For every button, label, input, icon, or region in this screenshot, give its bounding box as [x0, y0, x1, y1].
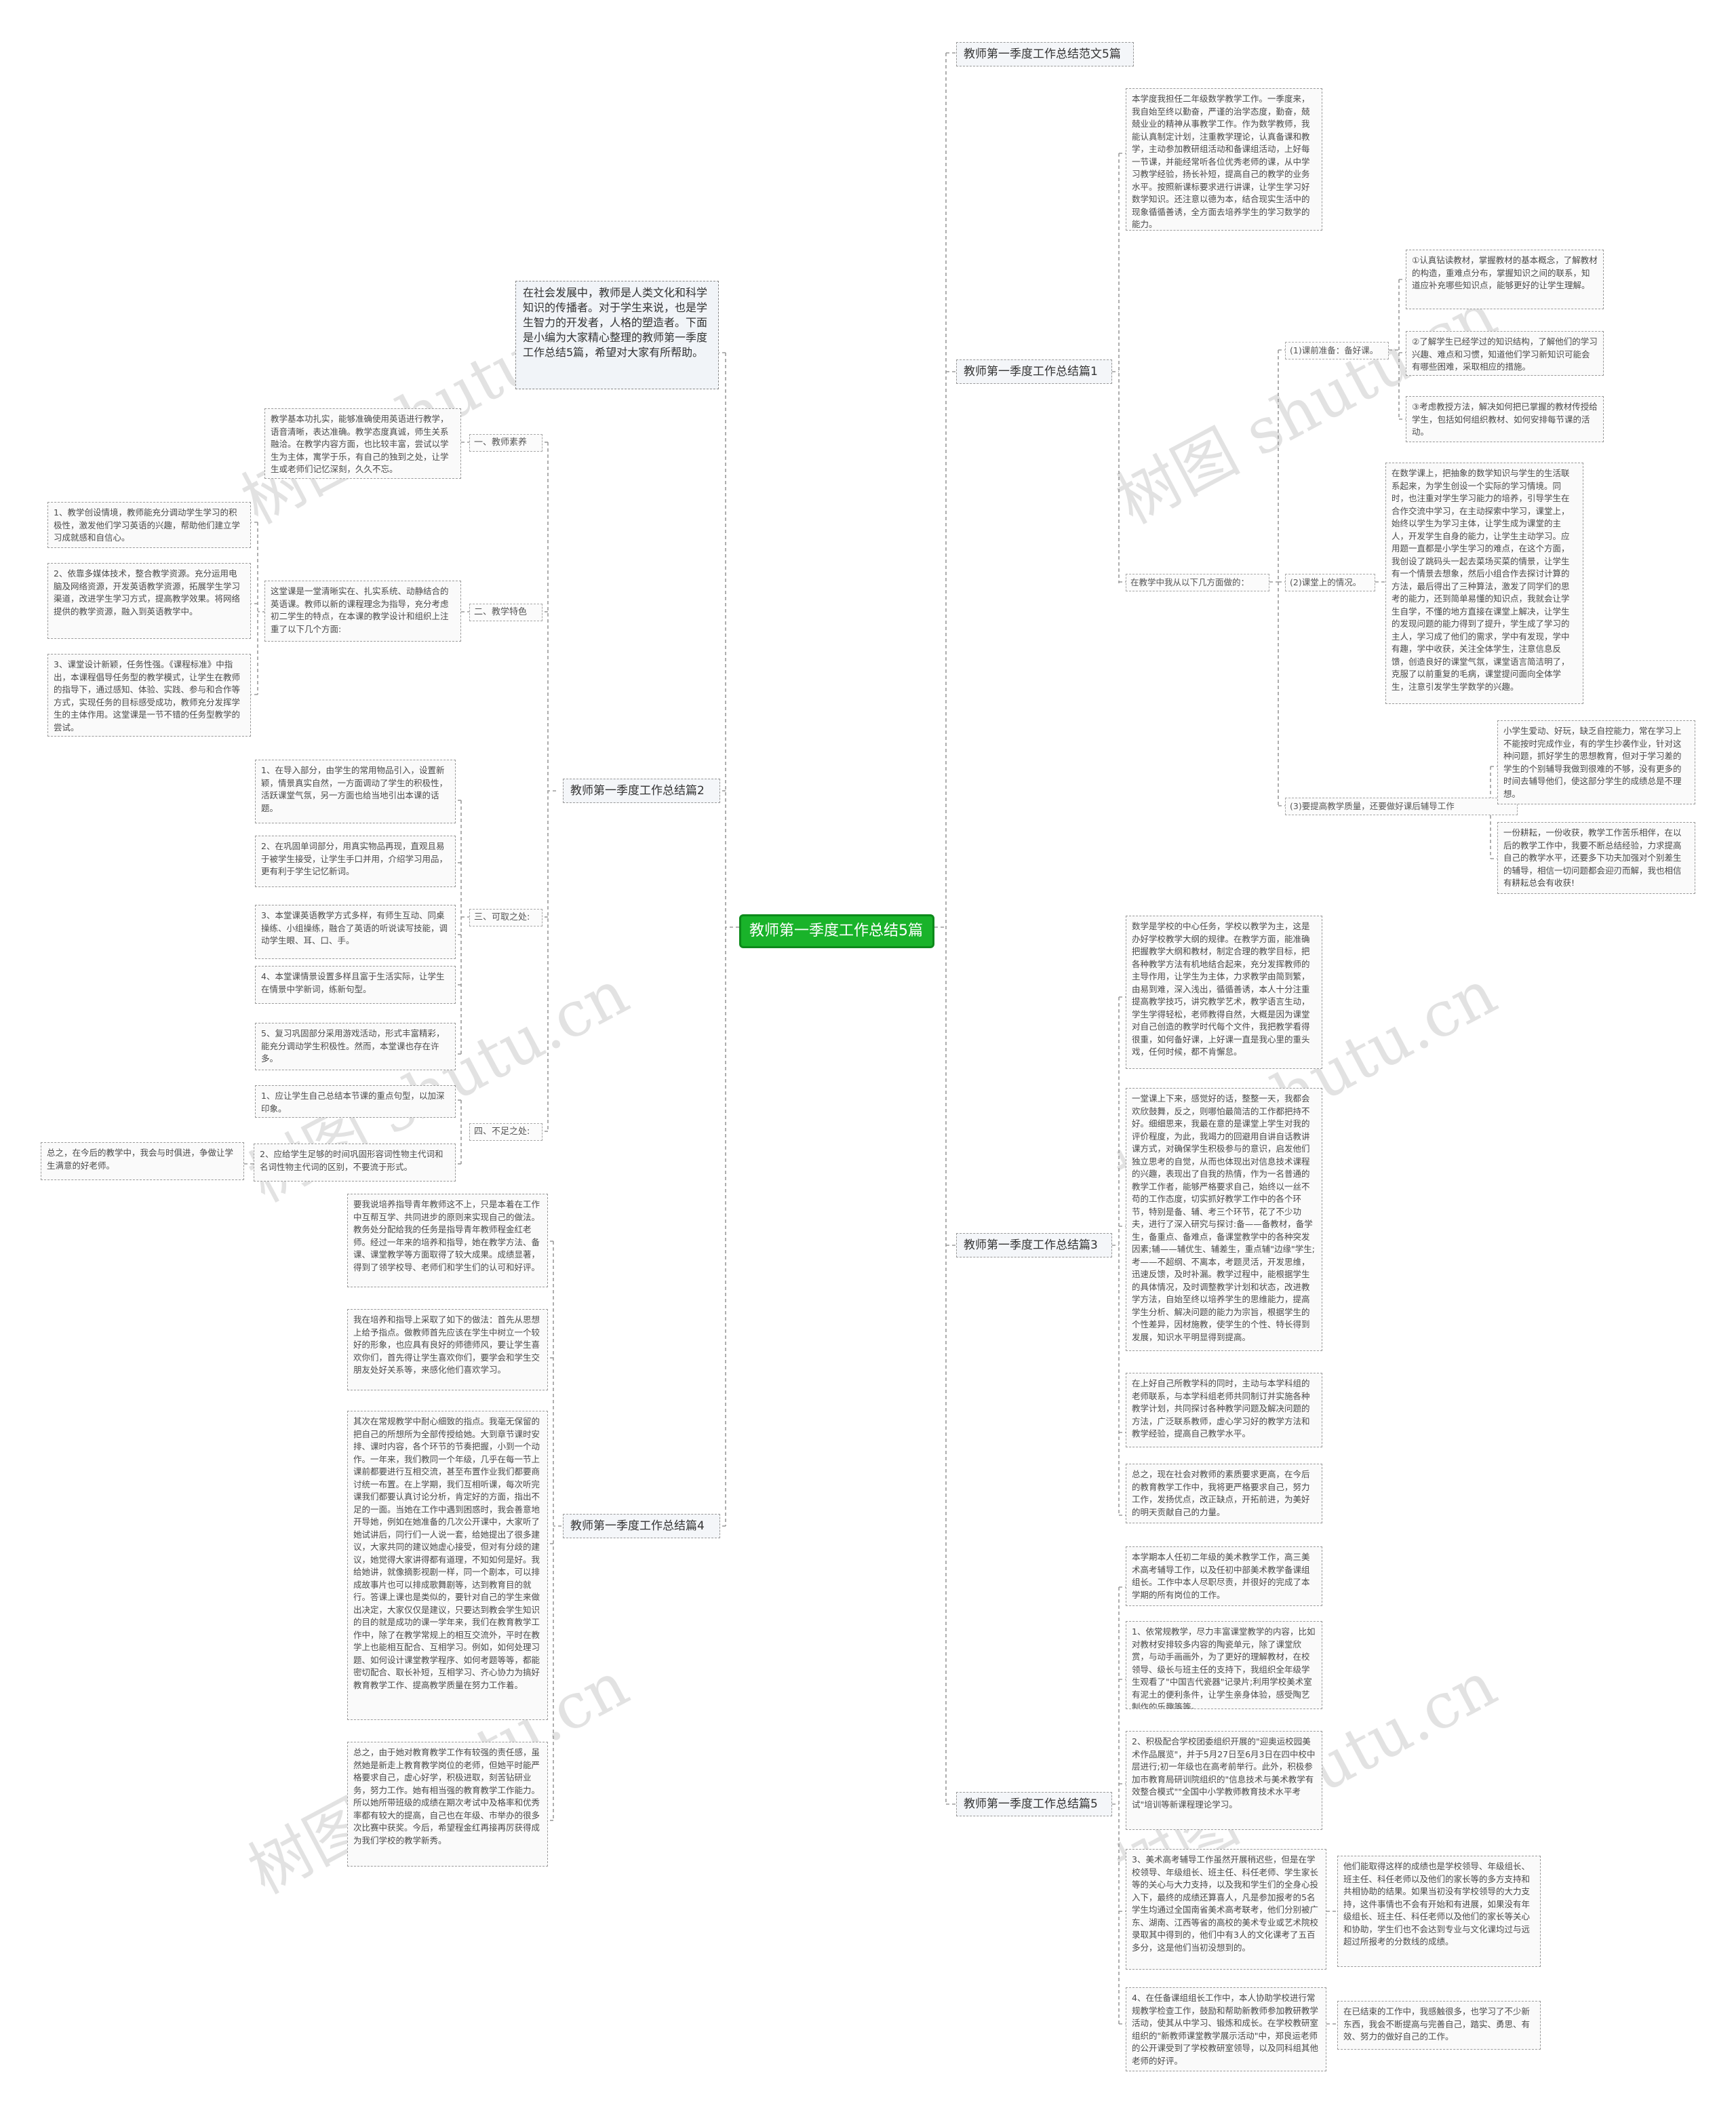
- branch1-improve-item-2: 一份耕耘，一份收获，教学工作苦乐相伴，在以后的教学工作中，我要不断总结经验，力求…: [1497, 822, 1695, 894]
- branch3-text-4: 总之，现在社会对教师的素质要求更高，在今后的教育教学工作中，我将更严格要求自己，…: [1126, 1464, 1322, 1523]
- branch2-shortcoming-item-1: 1、应让学生自己总结本节课的重点句型，以加深印象。: [255, 1085, 456, 1118]
- branch2-section-2-label[interactable]: 二、教学特色: [469, 604, 542, 621]
- branch5-text-4: 3、美术高考辅导工作虽然开展稍迟些，但是在学校领导、年级组长、班主任、科任老师、…: [1126, 1849, 1326, 1970]
- branch5-text-4-note: 他们能取得这样的成绩也是学校领导、年级组长、班主任、科任老师以及他们的家长等的多…: [1337, 1856, 1541, 1967]
- branch1-sub-label[interactable]: 在教学中我从以下几方面做的：: [1126, 574, 1269, 591]
- branch5-text-3: 2、积极配合学校团委组织开展的"迎奥运校园美术作品展览"，并于5月27日至6月3…: [1126, 1731, 1322, 1830]
- branch1-improve-label[interactable]: (3)要提高教学质量，还要做好课后辅导工作: [1285, 798, 1518, 815]
- branch-title-3[interactable]: 教师第一季度工作总结篇3: [956, 1233, 1112, 1257]
- branch5-text-2: 1、依常规教学，尽力丰富课堂教学的内容，比如对教材安排较多内容的陶瓷单元，除了课…: [1126, 1621, 1322, 1709]
- branch-title-5[interactable]: 教师第一季度工作总结篇5: [956, 1792, 1112, 1816]
- branch1-prep-item-2: ②了解学生已经学过的知识结构，了解他们的学习兴趣、难点和习惯，知道他们学习新知识…: [1406, 331, 1604, 376]
- branch2-section-1-text: 教学基本功扎实，能够准确使用英语进行教学，语音清晰，表达准确。教学态度真诚，师生…: [264, 408, 461, 479]
- branch1-improve-item-1: 小学生爱动、好玩，缺乏自控能力，常在学习上不能按时完成作业，有的学生抄袭作业，针…: [1497, 720, 1695, 804]
- branch2-section-1-label[interactable]: 一、教师素养: [469, 434, 542, 452]
- branch2-feature-item-2: 2、依靠多媒体技术，整合教学资源。充分运用电脑及网络资源，开发英语教学资源，拓展…: [47, 563, 251, 639]
- branch-title-2[interactable]: 教师第一季度工作总结篇2: [563, 779, 720, 803]
- branch-title-4[interactable]: 教师第一季度工作总结篇4: [563, 1514, 720, 1538]
- mindmap-root-node[interactable]: 教师第一季度工作总结5篇: [739, 914, 934, 948]
- branch2-merit-item-1: 1、在导入部分，由学生的常用物品引入，设置新颖，情景真实自然，一方面调动了学生的…: [255, 760, 456, 823]
- branch2-summary-text: 总之，在今后的教学中，我会与时俱进，争做让学生满意的好老师。: [41, 1142, 244, 1180]
- intro-summary-node[interactable]: 在社会发展中，教师是人类文化和科学知识的传播者。对于学生来说，也是学生智力的开发…: [515, 281, 719, 389]
- branch3-text-1: 数学是学校的中心任务，学校以教学为主，这是办好学校教学大纲的规律。在教学方面，能…: [1126, 916, 1322, 1069]
- branch2-merit-item-4: 4、本堂课情景设置多样且富于生活实际，让学生在情景中学新词，练新句型。: [255, 966, 456, 1004]
- branch1-class-label[interactable]: (2)课堂上的情况。: [1285, 574, 1375, 591]
- branch4-text-3: 其次在常规教学中耐心细致的指点。我毫无保留的把自己的所想所为全部传授给她。大到章…: [347, 1411, 548, 1720]
- branch2-shortcoming-item-2: 2、应给学生足够的时间巩固形容词性物主代词和名词性物主代词的区别，不要流于形式。: [254, 1144, 456, 1182]
- branch2-feature-item-1: 1、教学创设情境，教师能充分调动学生学习的积极性，激发他们学习英语的兴趣，帮助他…: [47, 502, 251, 548]
- branch1-prep-item-1: ①认真钻读教材，掌握教材的基本概念，了解教材的构造，重难点分布，掌握知识之间的联…: [1406, 250, 1604, 309]
- branch3-text-3: 在上好自己所教学科的同时，主动与本学科组的老师联系，与本学科组老师共同制订并实施…: [1126, 1373, 1322, 1447]
- branch-title-1[interactable]: 教师第一季度工作总结篇1: [956, 359, 1112, 384]
- branch2-feature-item-3: 3、课堂设计新颖，任务性强。《课程标准》中指出，本课程倡导任务型的教学模式，让学…: [47, 654, 251, 737]
- branch5-text-1: 本学期本人任初二年级的美术教学工作，高三美术高考辅导工作，以及任初中部美术教学备…: [1126, 1546, 1322, 1606]
- branch-title-fanwen[interactable]: 教师第一季度工作总结范文5篇: [956, 42, 1134, 66]
- branch2-merit-item-2: 2、在巩固单词部分，用真实物品再现，直观且易于被学生接受，让学生手口并用，介绍学…: [255, 836, 456, 887]
- branch1-prep-item-3: ③考虑教授方法，解决如何把已掌握的教材传授给学生，包括如何组织教材、如何安排每节…: [1406, 396, 1604, 442]
- branch1-prep-label[interactable]: (1)课前准备：备好课。: [1285, 342, 1389, 359]
- branch2-merit-item-3: 3、本堂课英语教学方式多样，有师生互动、同桌操练、小组操练，融合了英语的听说读写…: [255, 905, 456, 959]
- branch1-class-text: 在数学课上，把抽象的数学知识与学生的生活联系起来，为学生创设一个实际的学习情境。…: [1385, 463, 1583, 704]
- branch2-section-3-label[interactable]: 三、可取之处:: [469, 909, 542, 926]
- branch3-text-2: 一堂课上下来，感觉好的话，整整一天，我都会欢欣鼓舞，反之，则哪怕最简洁的工作都把…: [1126, 1088, 1322, 1351]
- branch1-intro-text: 本学度我担任二年级数学教学工作。一季度来，我自始至终以勤奋，严谨的治学态度，勤奋…: [1126, 88, 1322, 231]
- branch5-text-5: 4、在任备课组组长工作中，本人协助学校进行常规教学检查工作，鼓励和帮助新教师参加…: [1126, 1987, 1326, 2071]
- branch4-text-1: 要我说培养指导青年教师这不上，只是本着在工作中互帮互学、共同进步的原则来实现自己…: [347, 1194, 548, 1287]
- branch4-text-2: 我在培养和指导上采取了如下的做法：首先从思想上给予指点。做教师首先应该在学生中树…: [347, 1309, 548, 1390]
- branch2-section-4-label[interactable]: 四、不足之处:: [469, 1123, 542, 1141]
- branch4-text-4: 总之，由于她对教育教学工作有较强的责任感，虽然她是新走上教育教学岗位的老师，但她…: [347, 1742, 548, 1867]
- branch2-merit-item-5: 5、复习巩固部分采用游戏活动，形式丰富精彩，能充分调动学生积极性。然而，本堂课也…: [255, 1023, 456, 1070]
- branch5-text-5-note: 在已结束的工作中，我感触很多，也学习了不少新东西，我会不断提高与完善自己，踏实、…: [1337, 2001, 1541, 2050]
- branch2-section-2-text: 这堂课是一堂清晰实在、扎实系统、动静结合的英语课。教师以新的课程理念为指导，充分…: [264, 581, 461, 642]
